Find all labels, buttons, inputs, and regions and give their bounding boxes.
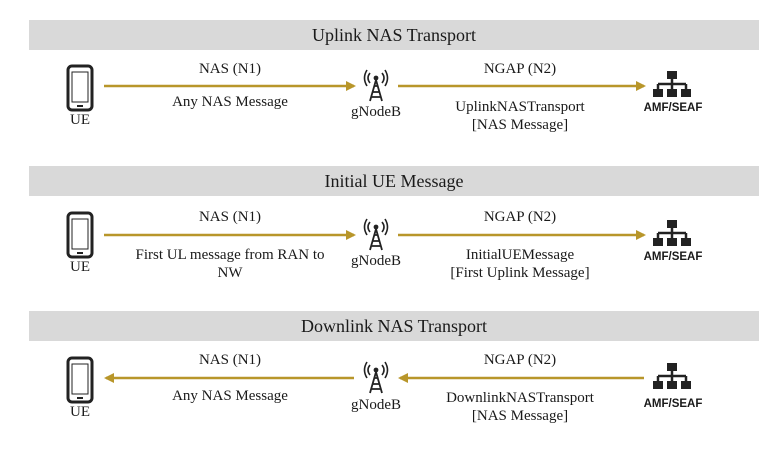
amf-label: AMF/SEAF	[643, 251, 703, 263]
ue-label: UE	[70, 404, 90, 420]
gnodeb-label: gNodeB	[351, 397, 401, 413]
right-message-label: UplinkNASTransport	[455, 99, 585, 115]
right-message-param: [NAS Message]	[471, 117, 569, 133]
gnodeb-label: gNodeB	[351, 104, 401, 120]
right-message-label: InitialUEMessage	[465, 247, 575, 263]
amf-label: AMF/SEAF	[643, 398, 703, 410]
phone-icon	[66, 64, 94, 112]
right-protocol-label: NGAP (N2)	[483, 61, 557, 77]
amf-label: AMF/SEAF	[643, 102, 703, 114]
section-header-initial-ue: Initial UE Message	[29, 166, 759, 196]
network-hierarchy-icon	[653, 363, 691, 389]
phone-icon	[66, 211, 94, 259]
gnodeb-label: gNodeB	[351, 253, 401, 269]
ue-label: UE	[70, 259, 90, 275]
cell-tower-icon	[363, 361, 389, 394]
left-protocol-label: NAS (N1)	[198, 61, 262, 77]
ue-label: UE	[70, 112, 90, 128]
network-hierarchy-icon	[653, 71, 691, 97]
cell-tower-icon	[363, 218, 389, 251]
right-protocol-label: NGAP (N2)	[483, 352, 557, 368]
cell-tower-icon	[363, 69, 389, 102]
left-message-label: First UL message from RAN to	[135, 247, 325, 263]
section-header-downlink: Downlink NAS Transport	[29, 311, 759, 341]
section-header-uplink: Uplink NAS Transport	[29, 20, 759, 50]
left-protocol-label: NAS (N1)	[198, 352, 262, 368]
right-message-param: [NAS Message]	[471, 408, 569, 424]
network-hierarchy-icon	[653, 220, 691, 246]
phone-icon	[66, 356, 94, 404]
right-message-param: [First Uplink Message]	[450, 265, 590, 281]
left-protocol-label: NAS (N1)	[198, 209, 262, 225]
right-message-label: DownlinkNASTransport	[446, 390, 594, 406]
left-message-label: Any NAS Message	[172, 94, 288, 110]
right-protocol-label: NGAP (N2)	[483, 209, 557, 225]
left-message-label-cont: NW	[217, 265, 243, 281]
left-message-label: Any NAS Message	[172, 388, 288, 404]
